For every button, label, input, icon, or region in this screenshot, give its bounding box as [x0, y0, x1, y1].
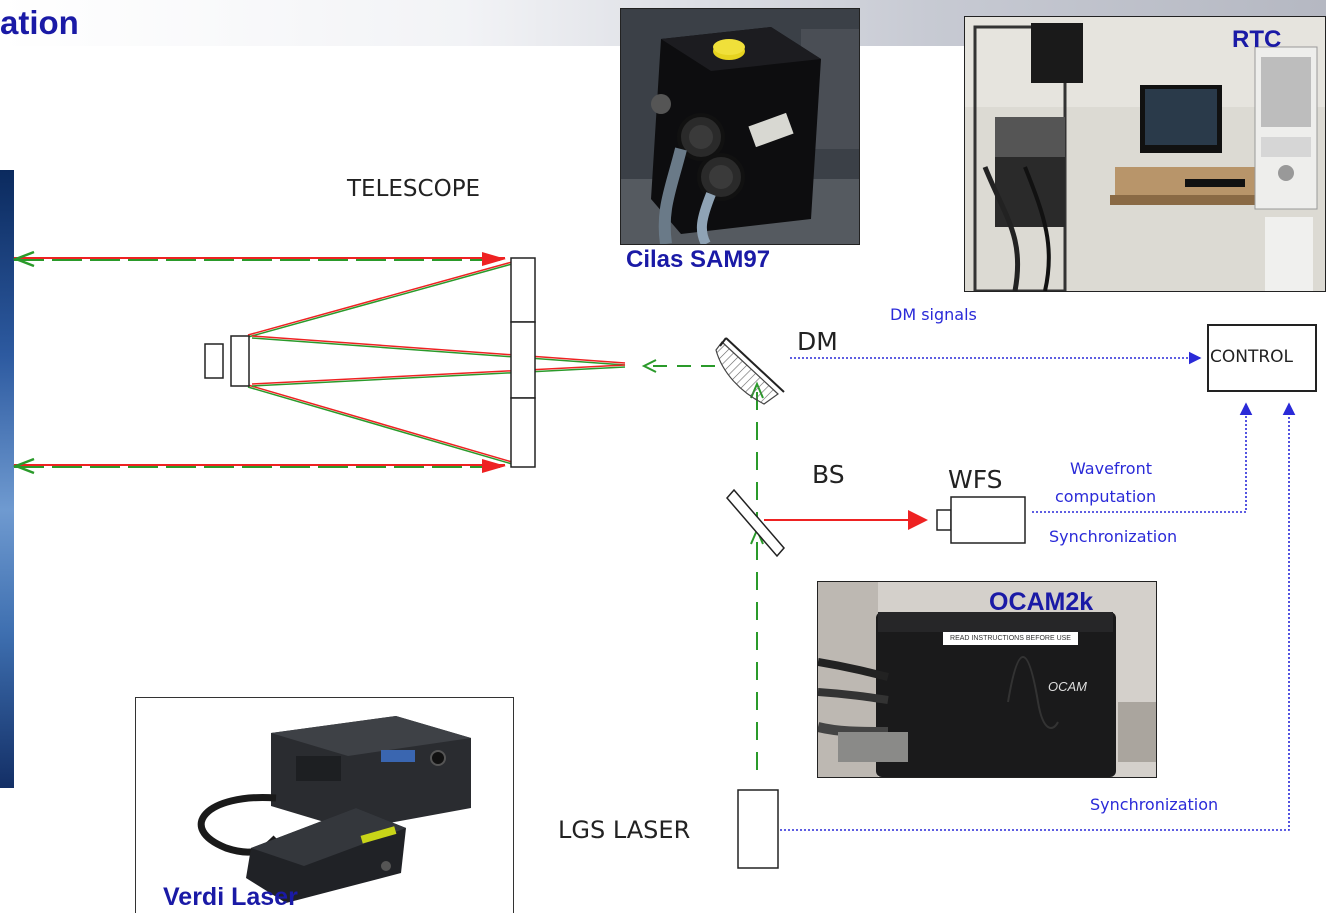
dm-signals-label: DM signals — [890, 305, 977, 324]
ocam-brand-text: OCAM — [1048, 679, 1087, 694]
dm-label: DM — [797, 327, 838, 356]
rtc-label: RTC — [1232, 26, 1282, 53]
synchronization-wfs-label: Synchronization — [1049, 527, 1178, 546]
dm-mirror — [715, 337, 785, 405]
ocam2k-photo: READ INSTRUCTIONS BEFORE USE OCAM — [817, 581, 1157, 778]
rtc-photo — [964, 16, 1326, 292]
telescope-rays — [247, 261, 626, 465]
sky-image-strip — [0, 170, 14, 788]
wfs-label: WFS — [948, 465, 1003, 494]
sam97-photo — [620, 8, 860, 245]
lgs-laser-box — [737, 789, 779, 869]
control-label: CONTROL — [1210, 347, 1294, 367]
green-beam-dm — [641, 359, 764, 770]
signal-lines — [780, 351, 1296, 831]
lgs-laser-label: LGS LASER — [558, 816, 691, 844]
outer-beams — [12, 250, 506, 475]
wavefront-label-line2: computation — [1055, 487, 1157, 506]
primary-mirror — [510, 257, 536, 468]
beam-splitter — [726, 488, 785, 558]
telescope-label: TELESCOPE — [347, 176, 481, 202]
verdi-laser-photo — [135, 697, 514, 913]
synchronization-laser-label: Synchronization — [1090, 795, 1219, 814]
verdi-laser-label: Verdi Laser — [163, 883, 298, 911]
control-box — [1207, 324, 1317, 392]
slide-title: ation — [0, 4, 79, 41]
wavefront-label-line1: Wavefront — [1070, 459, 1152, 478]
sam97-label: Cilas SAM97 — [626, 246, 771, 273]
wfs-camera — [936, 496, 1026, 544]
ocam2k-label: OCAM2k — [989, 588, 1094, 616]
ocam-sticker: READ INSTRUCTIONS BEFORE USE — [943, 632, 1078, 645]
secondary-mirror — [204, 335, 250, 387]
bs-label: BS — [812, 460, 845, 489]
